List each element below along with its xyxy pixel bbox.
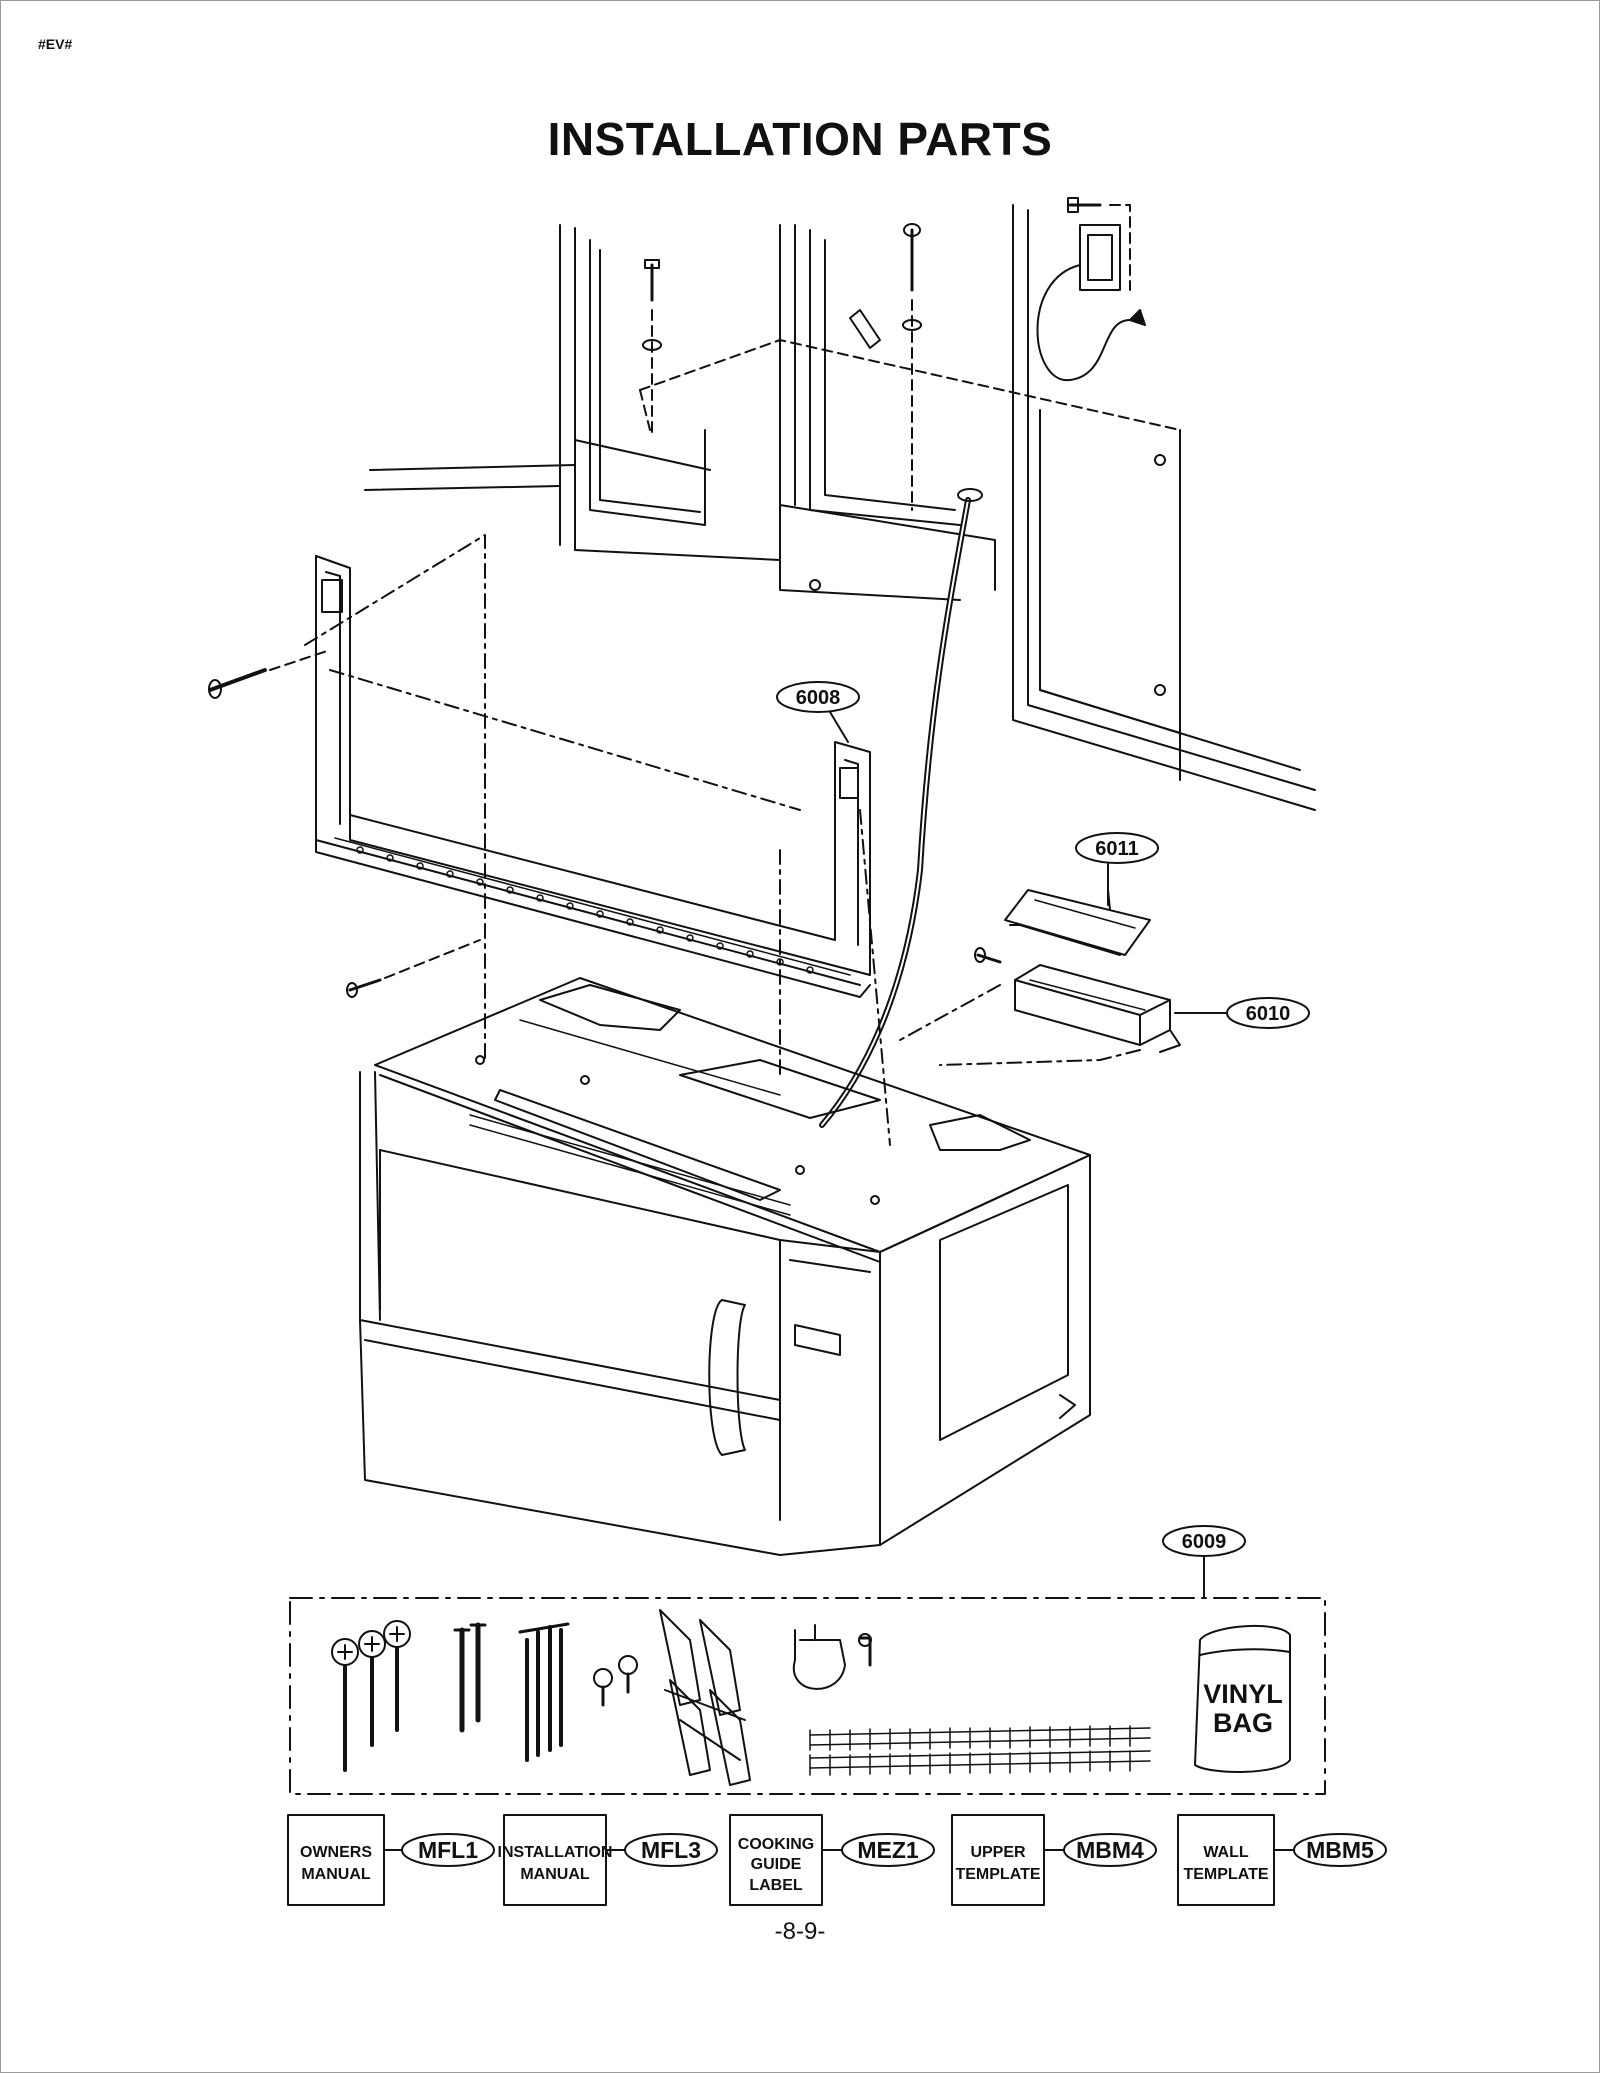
callout-6009: 6009: [1162, 1525, 1246, 1599]
callout-6011-label: 6011: [1095, 838, 1138, 860]
box-6010: [899, 947, 1181, 1066]
accessory-kit-frame: [289, 1597, 1326, 1795]
document-cooking-guide-label: COOKING GUIDE LABEL MEZ1: [729, 1814, 935, 1906]
doc-install-code: MFL3: [641, 1837, 701, 1863]
doc-install-line2: MANUAL: [520, 1866, 590, 1883]
vinyl-bag: VINYL BAG: [1194, 1625, 1291, 1773]
upper-cabinets: [364, 204, 1316, 811]
doc-upper-code: MBM4: [1076, 1837, 1144, 1863]
vinyl-bag-line2: BAG: [1213, 1708, 1273, 1738]
page-number: -8-9-: [774, 1918, 826, 1945]
doc-wall-line1: WALL: [1203, 1844, 1249, 1861]
doc-cooking-line3: LABEL: [749, 1877, 803, 1894]
doc-owners-line2: MANUAL: [301, 1866, 371, 1883]
spring-strips: [809, 1725, 1151, 1776]
page-title: INSTALLATION PARTS: [547, 113, 1053, 165]
callout-6008-label: 6008: [796, 687, 841, 709]
doc-cooking-line1: COOKING: [738, 1836, 814, 1853]
document-installation-manual: INSTALLATION MANUAL MFL3: [498, 1814, 718, 1906]
power-outlet-and-cord: [819, 224, 1146, 1128]
vinyl-bag-line1: VINYL: [1203, 1679, 1283, 1709]
doc-install-line1: INSTALLATION: [498, 1844, 613, 1861]
doc-cooking-line2: GUIDE: [751, 1856, 802, 1873]
page-code: #EV#: [38, 36, 73, 52]
mounting-plate: [208, 534, 891, 1146]
callout-6008: 6008: [776, 681, 860, 743]
doc-owners-line1: OWNERS: [300, 1844, 372, 1861]
doc-upper-line1: UPPER: [970, 1844, 1026, 1861]
toggle-bolts: [659, 1609, 751, 1786]
document-owners-manual: OWNERS MANUAL MFL1: [287, 1814, 495, 1906]
cabinet-mount-hardware: [642, 197, 1131, 511]
doc-cooking-code: MEZ1: [857, 1837, 919, 1863]
cord-clamp-and-screw: [792, 1624, 872, 1690]
cover-6011: [1004, 889, 1151, 956]
document-upper-template: UPPER TEMPLATE MBM4: [951, 1814, 1157, 1906]
callout-6011: 6011: [1075, 832, 1159, 906]
document-wall-template: WALL TEMPLATE MBM5: [1177, 1814, 1387, 1906]
microwave-oven: [359, 977, 1091, 1556]
callout-6010: 6010: [1174, 997, 1310, 1029]
doc-owners-code: MFL1: [418, 1837, 478, 1863]
doc-wall-line2: TEMPLATE: [1183, 1866, 1268, 1883]
callout-6009-label: 6009: [1182, 1531, 1227, 1553]
wood-screws: [331, 1620, 638, 1772]
doc-wall-code: MBM5: [1306, 1837, 1374, 1863]
doc-upper-line2: TEMPLATE: [955, 1866, 1040, 1883]
callout-6010-label: 6010: [1246, 1003, 1291, 1025]
